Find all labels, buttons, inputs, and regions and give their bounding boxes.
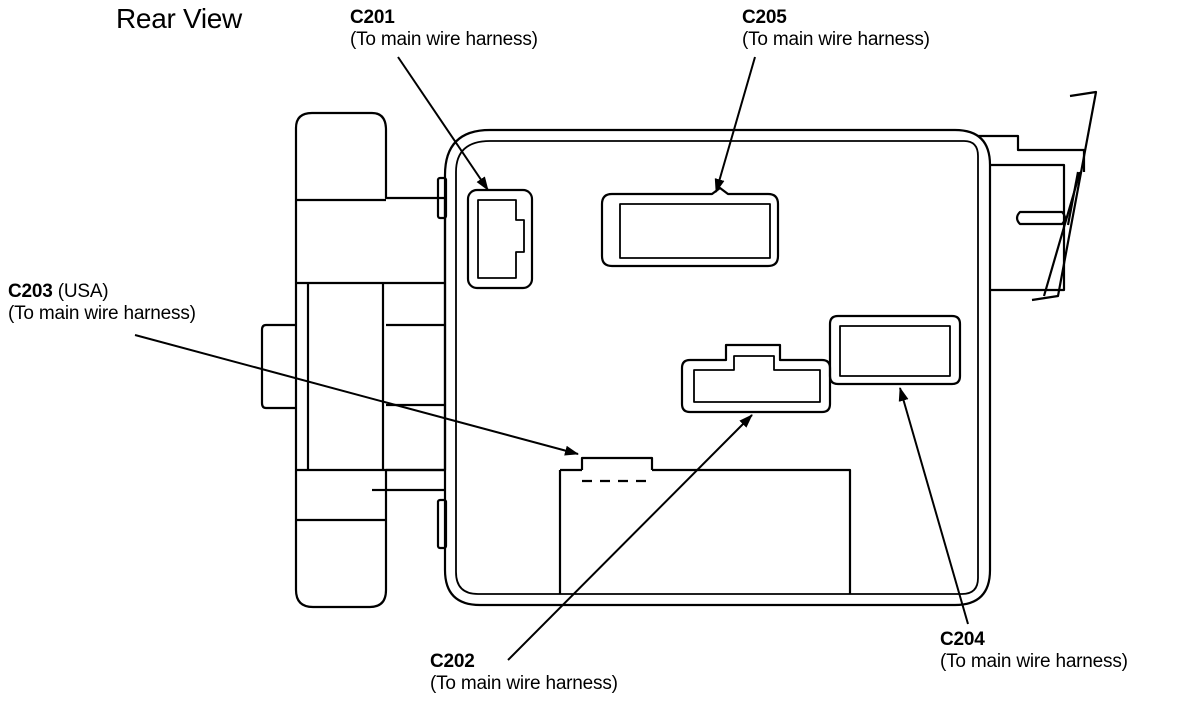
connector-c203-hidden	[580, 456, 654, 483]
label-c201-desc: (To main wire harness)	[350, 29, 538, 50]
leader-c202	[507, 414, 753, 661]
label-c203-code: C203	[8, 281, 53, 302]
label-c205-desc: (To main wire harness)	[742, 29, 930, 50]
label-c205-code: C205	[742, 7, 787, 28]
connector-c201	[466, 188, 534, 290]
label-c201: C201 (To main wire harness)	[350, 7, 538, 51]
label-c203-extra: (USA)	[52, 281, 109, 302]
label-c204-desc: (To main wire harness)	[940, 651, 1128, 672]
label-c205: C205 (To main wire harness)	[742, 7, 930, 51]
label-c202-code: C202	[430, 651, 475, 672]
connector-c204	[828, 314, 962, 386]
leader-c204	[898, 387, 969, 625]
label-c203-desc: (To main wire harness)	[8, 303, 196, 324]
label-c201-code: C201	[350, 7, 395, 28]
label-c204: C204 (To main wire harness)	[940, 629, 1128, 673]
right-bracket	[978, 90, 1098, 302]
leader-c203	[134, 334, 579, 456]
main-housing	[443, 128, 992, 607]
connector-c202	[680, 343, 832, 414]
connector-c205	[600, 186, 780, 268]
label-c202: C202 (To main wire harness)	[430, 651, 618, 695]
leader-c205	[714, 56, 756, 193]
label-c203: C203 (USA) (To main wire harness)	[8, 281, 196, 325]
label-c204-code: C204	[940, 629, 985, 650]
left-bracket	[260, 111, 448, 609]
page-title: Rear View	[116, 3, 242, 34]
label-c202-desc: (To main wire harness)	[430, 673, 618, 694]
lower-panel	[558, 468, 852, 594]
leader-c201	[397, 56, 489, 191]
